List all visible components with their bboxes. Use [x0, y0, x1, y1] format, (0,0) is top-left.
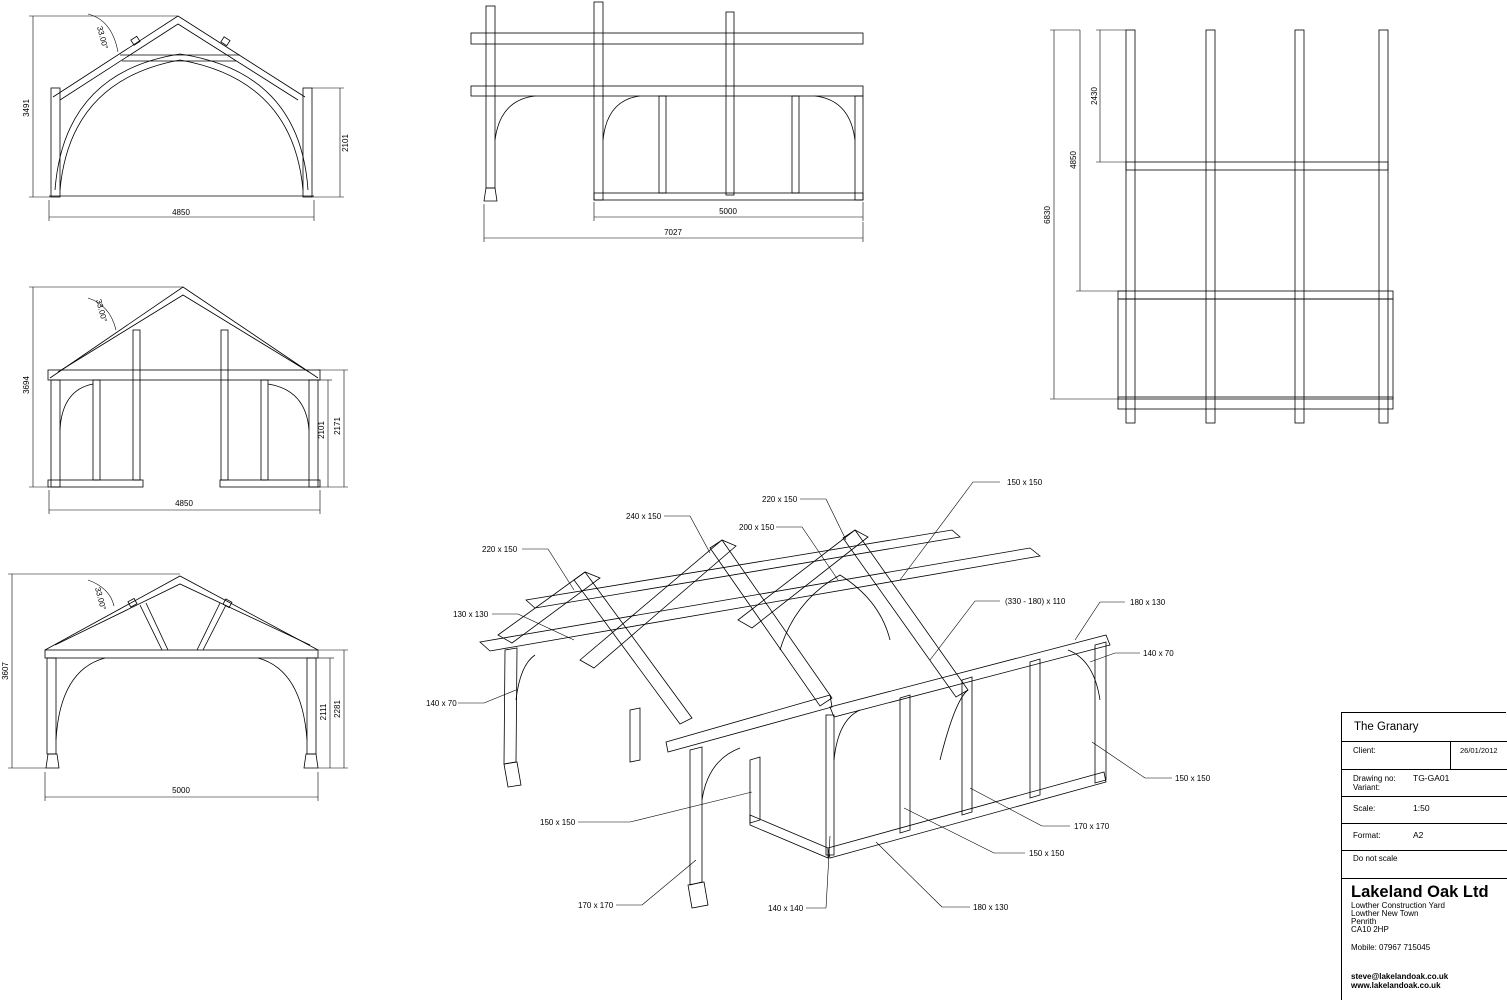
address-line-4: CA10 2HP: [1351, 925, 1389, 934]
dim-plan-a: 2430: [1090, 87, 1099, 105]
drawing-number: TG-GA01: [1413, 773, 1450, 783]
dim-t3-rise: 3607: [1, 662, 10, 680]
dim-t3-span: 5000: [172, 786, 190, 795]
label-15: 170 x 170: [578, 901, 614, 910]
label-7: 130 x 130: [453, 610, 489, 619]
dim-t3-post-a: 2111: [319, 703, 328, 720]
dim-t1-span: 4850: [172, 208, 190, 217]
label-1: 150 x 150: [1007, 478, 1043, 487]
drawing-row: Drawing no: Variant: TG-GA01: [1342, 770, 1507, 797]
scale-value: 1:50: [1413, 803, 1430, 813]
address-line-1: Lowther Construction Yard: [1351, 901, 1445, 910]
dim-t3-post-b: 2281: [333, 700, 342, 718]
dim-t2-post-a: 2101: [317, 421, 326, 439]
client-row: Client: 26/01/2012: [1342, 742, 1507, 770]
label-10: 140 x 70: [1143, 649, 1174, 658]
isometric-frame-view: [479, 529, 1111, 909]
address-line-2: Lowther New Town: [1351, 909, 1419, 918]
label-17: 180 x 130: [973, 903, 1009, 912]
label-12: 150 x 150: [540, 818, 576, 827]
dim-t2-rise: 3694: [22, 376, 31, 394]
format-row: Format: A2: [1342, 824, 1507, 851]
date-value: 26/01/2012: [1460, 746, 1498, 755]
truss-elevation-2: [47, 286, 321, 488]
scale-label: Scale:: [1353, 804, 1376, 813]
label-14: 150 x 150: [1029, 849, 1065, 858]
label-13: 170 x 170: [1074, 822, 1110, 831]
label-6: (330 - 180) x 110: [1005, 597, 1066, 606]
label-2: 220 x 150: [762, 495, 798, 504]
dim-t1-pitch: 33.00°: [95, 25, 110, 50]
label-4: 200 x 150: [739, 523, 775, 532]
dim-elev-inner: 5000: [719, 207, 737, 216]
format-value: A2: [1413, 830, 1424, 840]
truss-elevation-3: [44, 575, 319, 769]
project-title: The Granary: [1354, 721, 1419, 733]
leader-lines: [458, 481, 1172, 909]
email-address[interactable]: steve@lakelandoak.co.uk: [1351, 972, 1449, 981]
dim-t2-span: 4850: [175, 499, 193, 508]
side-elevation: [470, 1, 864, 202]
dim-t2-pitch: 33.00°: [94, 298, 109, 323]
title-row: [1342, 713, 1507, 742]
label-9: 140 x 70: [426, 699, 457, 708]
title-block: The Granary Client: 26/01/2012 Drawing n…: [1341, 712, 1507, 1000]
variant-label: Variant:: [1353, 783, 1380, 792]
do-not-scale-note: Do not scale: [1353, 854, 1398, 863]
dim-t2-post-b: 2171: [333, 417, 342, 435]
dim-t3-pitch: 33.00°: [93, 586, 108, 611]
dim-plan-c: 6830: [1043, 206, 1052, 224]
label-5: 220 x 150: [482, 545, 518, 554]
dim-t1-post: 2101: [341, 134, 350, 152]
company-name: Lakeland Oak Ltd: [1351, 883, 1489, 901]
truss-elevation-1: [49, 15, 314, 198]
frame-plan-view: [1117, 29, 1394, 424]
dim-elev-overall: 7027: [664, 228, 682, 237]
mobile-number: Mobile: 07967 715045: [1351, 943, 1431, 952]
label-3: 240 x 150: [626, 512, 662, 521]
drawing-label: Drawing no:: [1353, 774, 1396, 783]
format-label: Format:: [1353, 831, 1381, 840]
address-line-3: Penrith: [1351, 917, 1377, 926]
label-11: 150 x 150: [1175, 774, 1211, 783]
dim-plan-b: 4850: [1069, 151, 1078, 169]
label-16: 140 x 140: [768, 904, 804, 913]
scale-row: Scale: 1:50: [1342, 797, 1507, 824]
note-row: Do not scale: [1342, 851, 1507, 879]
website-link[interactable]: www.lakelandoak.co.uk: [1351, 981, 1441, 990]
dim-t1-rise: 3491: [22, 99, 31, 117]
client-label: Client:: [1353, 746, 1376, 755]
label-8: 180 x 130: [1130, 598, 1166, 607]
